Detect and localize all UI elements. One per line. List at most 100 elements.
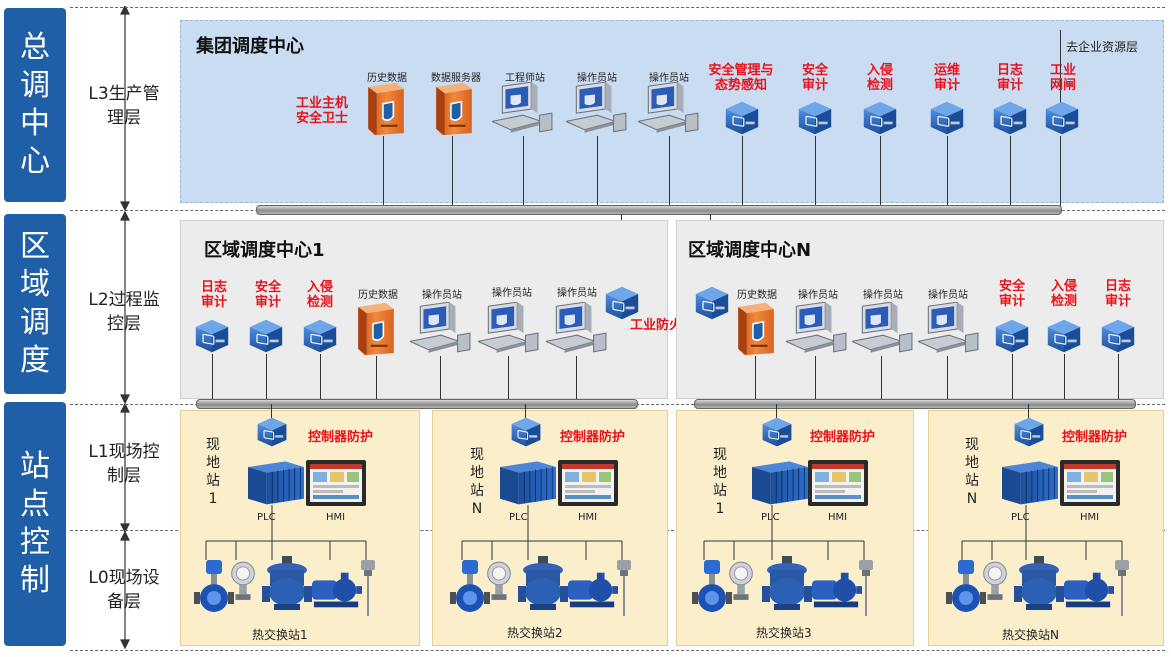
security-label-line: 入侵 (866, 63, 894, 78)
controller-protection-icon (759, 416, 795, 448)
regionN-network-bus (694, 399, 1136, 409)
tier-char: 心 (20, 144, 50, 179)
level-l3-line1: L3生产管 (88, 84, 160, 104)
security-label-line: 运维 (933, 63, 961, 78)
level-l2-line1: L2过程监 (88, 290, 160, 310)
l3-drop (1010, 136, 1011, 206)
level-l0-label: L0现场设 备层 (76, 566, 172, 614)
hmi-icon (558, 460, 618, 506)
region1-title: 区域调度中心1 (204, 240, 325, 261)
device-label: 操作员站 (649, 73, 689, 84)
security-label-line: 审计 (933, 78, 961, 93)
operator-station-icon (918, 302, 980, 356)
ops-audit-icon (927, 100, 967, 136)
tier-char: 中 (20, 106, 50, 141)
site-uplink (271, 404, 272, 418)
l2-drop (947, 356, 948, 400)
plc-label: PLC (509, 512, 528, 523)
site-name: 现 地 站 N (469, 446, 485, 518)
level-axis (120, 6, 130, 650)
log-audit-icon (1098, 318, 1138, 354)
log-audit-icon (990, 100, 1030, 136)
controller-protection-label: 控制器防护 (810, 430, 876, 445)
history-server-icon (352, 300, 398, 356)
operator-station-icon (638, 82, 700, 136)
log-audit-icon (192, 318, 232, 354)
history-server-icon (362, 80, 408, 136)
hmi-icon (1060, 460, 1120, 506)
site-name-char: 地 (206, 455, 220, 471)
security-label-line: 检测 (306, 295, 334, 310)
device-label: 操作员站 (577, 73, 617, 84)
plc-label: PLC (257, 512, 276, 523)
device-label: 历史数据 (367, 73, 407, 84)
device-label: 操作员站 (422, 290, 462, 301)
tier-group-dispatch: 总 调 中 心 (4, 8, 66, 202)
device-label: 操作员站 (863, 290, 903, 301)
security-label-line: 工业 (1049, 63, 1077, 78)
security-label-line: 审计 (1104, 294, 1132, 309)
security-label-line: 审计 (998, 294, 1026, 309)
site-name-char: N (966, 491, 978, 507)
security-label: 入侵 检测 (867, 63, 893, 93)
tier-char: 站 (20, 449, 50, 484)
security-label: 安全 审计 (255, 280, 281, 310)
plc-icon (248, 456, 304, 506)
tier-char: 域 (20, 267, 50, 302)
hmi-icon (306, 460, 366, 506)
security-audit-icon (992, 318, 1032, 354)
site-name-char: 1 (208, 491, 218, 507)
security-label: 安全管理与 态势感知 (708, 63, 773, 93)
security-label: 安全 审计 (802, 63, 828, 93)
security-label-line: 网闸 (1049, 78, 1077, 93)
device-label: 历史数据 (358, 290, 398, 301)
controller-protection-label: 控制器防护 (308, 430, 374, 445)
field-wiring (205, 505, 367, 560)
level-l2-label: L2过程监 控层 (76, 288, 172, 336)
pressure-transmitter-icon (978, 560, 1012, 602)
tier-char: 度 (20, 343, 50, 378)
controller-protection-label: 控制器防护 (1062, 430, 1128, 445)
hmi-label: HMI (1080, 512, 1100, 523)
hmi-label: HMI (578, 512, 598, 523)
security-label-line: 日志 (200, 280, 228, 295)
l3-drop (383, 136, 384, 206)
l2-drop (576, 356, 577, 400)
device-label: 操作员站 (557, 288, 597, 299)
security-label-line: 安全 (254, 280, 282, 295)
l2-drop (376, 356, 377, 400)
security-audit-icon (795, 100, 835, 136)
control-valve-icon (762, 556, 812, 612)
security-label-line: 审计 (200, 295, 228, 310)
host-guard-line1: 工业主机 (296, 96, 349, 111)
tier-regional-dispatch: 区 域 调 度 (4, 214, 66, 394)
host-guard-label: 工业主机 安全卫士 (296, 96, 348, 126)
security-label: 日志 审计 (201, 280, 227, 310)
tier-char: 调 (20, 305, 50, 340)
tier-char: 区 (20, 229, 50, 264)
controller-protection-icon (1011, 416, 1047, 448)
l2-drop (508, 356, 509, 400)
site-name: 现 地 站 N (964, 436, 980, 508)
l2-drop (266, 354, 267, 400)
security-label-line: 入侵 (1050, 279, 1078, 294)
device-label: 工程师站 (505, 73, 545, 84)
level-l1-line1: L1现场控 (88, 442, 160, 462)
level-l3-label: L3生产管 理层 (76, 82, 172, 130)
site-name-char: 地 (965, 455, 979, 471)
l3-drop (742, 136, 743, 206)
security-audit-icon (246, 318, 286, 354)
l3-network-bus (256, 205, 1062, 215)
tier-char: 控 (20, 525, 50, 560)
control-valve-icon (518, 556, 568, 612)
site-name-char: 地 (470, 465, 484, 481)
operator-station-icon (410, 302, 472, 356)
security-label-line: 审计 (996, 78, 1024, 93)
intrusion-detection-icon (300, 318, 340, 354)
plc-icon (752, 456, 808, 506)
level-l0-line1: L0现场设 (88, 568, 160, 588)
l2-drop (881, 356, 882, 400)
situation-awareness-icon (722, 100, 762, 136)
l2-drop (815, 356, 816, 400)
operator-station-icon (546, 302, 608, 356)
